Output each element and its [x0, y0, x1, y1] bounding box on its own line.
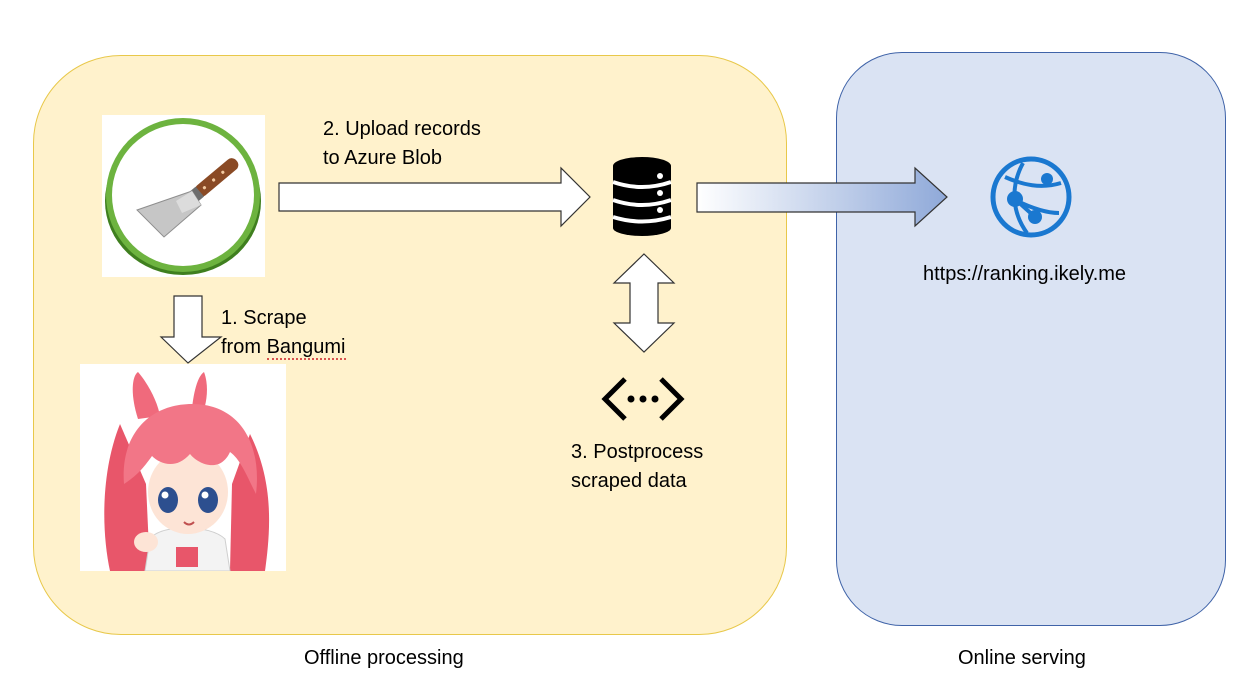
- scrape-down-arrow: [159, 295, 223, 364]
- offline-processing-label: Offline processing: [304, 647, 464, 669]
- website-url[interactable]: https://ranking.ikely.me: [923, 263, 1127, 285]
- upload-right-arrow: [278, 166, 591, 228]
- postprocess-step-line2: scraped data: [571, 470, 687, 492]
- spatula-icon: [105, 118, 261, 275]
- scrape-step-line2-prefix: from: [221, 336, 267, 358]
- scraper-logo: [102, 115, 265, 277]
- postprocess-step-line1: 3. Postprocess: [571, 441, 704, 463]
- scrape-step-label: 1. Scrape from Bangumi: [221, 304, 346, 362]
- upload-step-label: 2. Upload records to Azure Blob: [323, 115, 481, 173]
- upload-step-line1: 2. Upload records: [323, 118, 481, 140]
- globe-icon: [989, 155, 1073, 239]
- postprocess-bidirectional-arrow: [612, 253, 676, 353]
- code-icon: [601, 376, 685, 422]
- bangumi-mascot-image: [80, 364, 286, 571]
- scrape-step-source: Bangumi: [266, 336, 346, 360]
- scrape-step-line1: 1. Scrape: [221, 307, 307, 329]
- postprocess-step-label: 3. Postprocess scraped data: [571, 438, 703, 496]
- online-serving-panel: [836, 52, 1226, 626]
- upload-step-line2: to Azure Blob: [323, 147, 442, 169]
- serve-right-arrow: [696, 166, 949, 229]
- database-icon: [612, 156, 672, 236]
- online-serving-label: Online serving: [958, 647, 1086, 669]
- anime-mascot-icon: [104, 372, 270, 571]
